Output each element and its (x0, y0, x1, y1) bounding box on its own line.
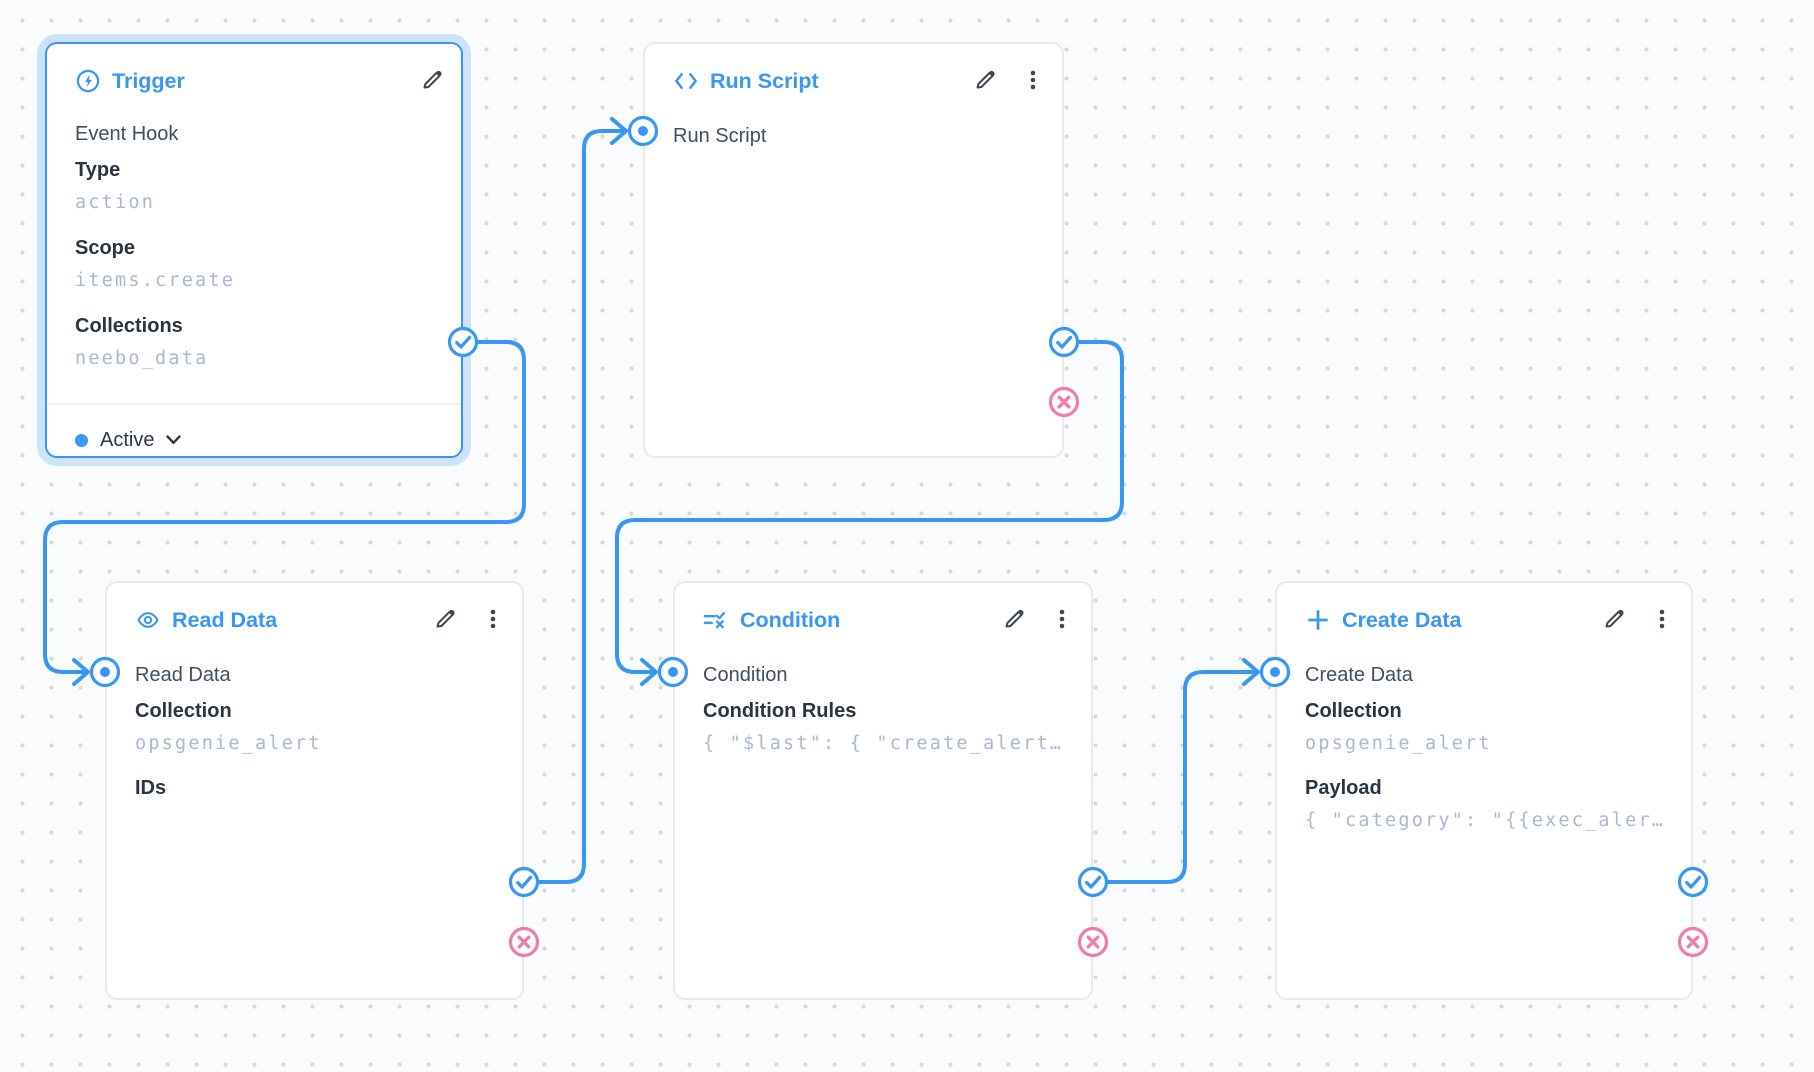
edge-read-data-to-run-script (524, 129, 623, 884)
create-data-resolve-connector[interactable] (1677, 866, 1709, 898)
node-title: Condition (740, 607, 841, 632)
field-value: action (75, 192, 156, 213)
node-read-data[interactable]: Read Data Read Data Collection opsgenie_… (105, 581, 524, 1000)
bolt-circle-icon (75, 68, 101, 94)
node-title: Trigger (112, 68, 185, 93)
divider (47, 403, 461, 405)
edit-icon[interactable] (1001, 606, 1027, 632)
field-label: Collection (135, 700, 232, 722)
trigger-resolve-connector[interactable] (447, 326, 479, 358)
node-run-script[interactable]: Run Script Run Script (643, 42, 1064, 458)
node-title: Read Data (172, 607, 278, 632)
code-icon (673, 68, 699, 94)
plus-icon (1305, 607, 1331, 633)
field-value: { "category": "{{exec_aler… (1305, 810, 1666, 831)
run-script-input-connector[interactable] (627, 115, 659, 147)
field-label: Scope (75, 237, 136, 259)
edit-icon[interactable] (1601, 606, 1627, 632)
read-data-input-connector[interactable] (89, 656, 121, 688)
node-condition[interactable]: Condition Condition Condition Rules { "$… (673, 581, 1093, 1000)
run-script-resolve-connector[interactable] (1048, 326, 1080, 358)
field-value: opsgenie_alert (1305, 733, 1492, 754)
edge-arrow-icon (1242, 658, 1260, 686)
condition-input-connector[interactable] (657, 656, 689, 688)
condition-reject-connector[interactable] (1077, 926, 1109, 958)
edge-condition-to-create-data (1093, 670, 1255, 884)
edit-icon[interactable] (972, 67, 998, 93)
kebab-menu-icon[interactable] (1049, 606, 1075, 632)
status-dot (75, 433, 88, 447)
field-label: Collections (75, 315, 183, 337)
field-label: Condition Rules (703, 700, 857, 722)
input-label: Read Data (135, 664, 231, 686)
edge-arrow-icon (72, 658, 90, 686)
rule-icon (703, 607, 729, 633)
node-create-data[interactable]: Create Data Create Data Collection opsge… (1275, 581, 1693, 1000)
field-label: IDs (135, 777, 167, 799)
node-trigger[interactable]: Trigger Event Hook Type action Scope ite… (45, 42, 463, 458)
kebab-menu-icon[interactable] (1649, 606, 1675, 632)
field-label: Payload (1305, 777, 1382, 799)
create-data-input-connector[interactable] (1259, 656, 1291, 688)
field-value: neebo_data (75, 348, 209, 369)
field-label: Type (75, 159, 121, 181)
edge-arrow-icon (610, 117, 628, 145)
eye-icon (135, 607, 161, 633)
condition-resolve-connector[interactable] (1077, 866, 1109, 898)
field-label: Collection (1305, 700, 1402, 722)
field-value: opsgenie_alert (135, 733, 322, 754)
input-label: Create Data (1305, 664, 1413, 686)
read-data-resolve-connector[interactable] (508, 866, 540, 898)
edit-icon[interactable] (419, 67, 445, 93)
edge-arrow-icon (640, 658, 658, 686)
edit-icon[interactable] (432, 606, 458, 632)
run-script-reject-connector[interactable] (1048, 386, 1080, 418)
read-data-reject-connector[interactable] (508, 926, 540, 958)
chevron-down-icon (166, 435, 182, 444)
kebab-menu-icon[interactable] (480, 606, 506, 632)
node-title: Run Script (710, 68, 819, 93)
trigger-type-text: Event Hook (75, 123, 179, 145)
node-title: Create Data (1342, 607, 1462, 632)
input-label: Condition (703, 664, 788, 686)
input-label: Run Script (673, 125, 767, 147)
create-data-reject-connector[interactable] (1677, 926, 1709, 958)
kebab-menu-icon[interactable] (1020, 67, 1046, 93)
field-value: { "$last": { "create_alert… (703, 733, 1064, 754)
status-label: Active (100, 428, 155, 451)
flow-status-dropdown[interactable]: Active (75, 425, 182, 455)
field-value: items.create (75, 270, 236, 291)
